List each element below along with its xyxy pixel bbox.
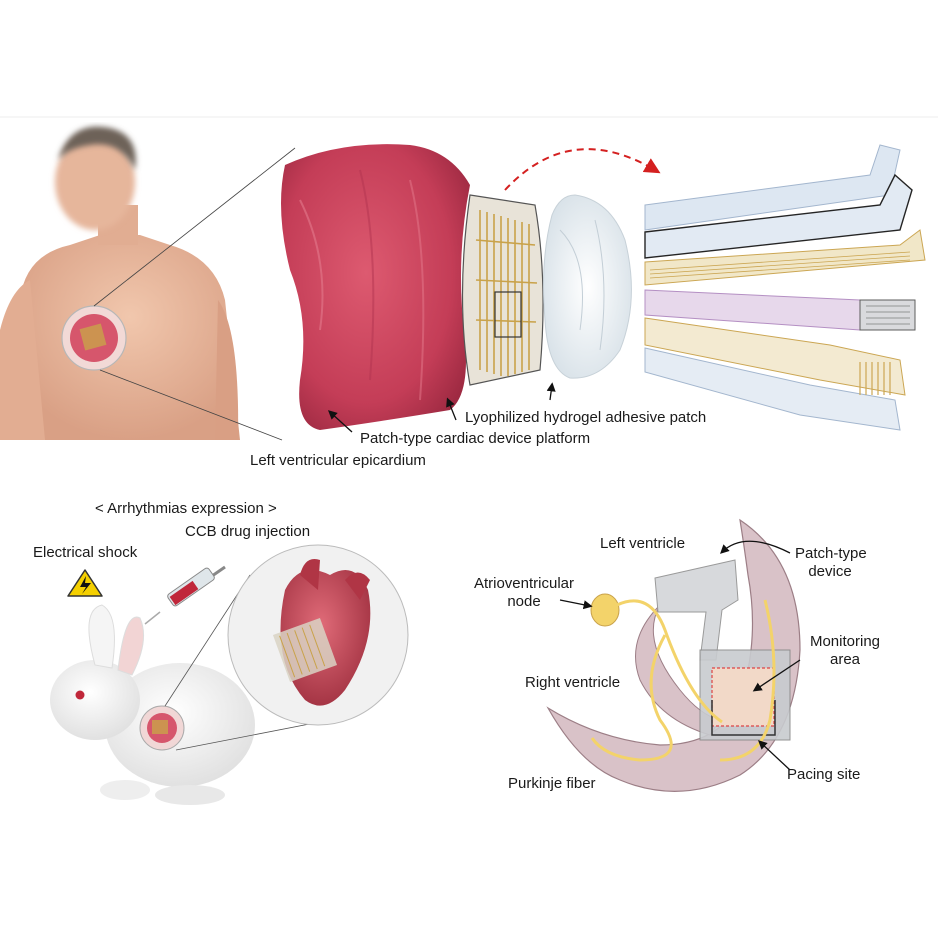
label-monitoring-area: Monitoring area [800, 633, 890, 669]
label-hydrogel-patch: Lyophilized hydrogel adhesive patch [465, 409, 707, 426]
left-ventricular-epicardium-tissue [281, 144, 470, 430]
label-pacing-site: Pacing site [787, 766, 861, 783]
label-av-node-line1: Atrioventricular [473, 575, 575, 592]
warning-shock-icon [67, 569, 103, 597]
label-right-ventricle: Right ventricle [525, 674, 621, 691]
label-av-node: Atrioventricular node [464, 575, 584, 611]
exploded-layers [644, 144, 926, 431]
patch-type-device [461, 194, 544, 386]
label-monitoring-line2: area [829, 651, 861, 668]
label-patch-type-device: Patch-type device [795, 545, 867, 581]
label-left-ventricle: Left ventricle [600, 535, 686, 552]
red-dashed-arrow [504, 148, 661, 191]
heart-zoom-circle [164, 544, 409, 751]
syringe-icon [144, 565, 226, 625]
ventricle-schematic [546, 518, 801, 792]
hydrogel-patch [543, 194, 632, 379]
human-torso-illustration [0, 126, 296, 441]
label-patch-type-line2: device [808, 563, 852, 580]
label-monitoring-line1: Monitoring [809, 633, 881, 650]
label-purkinje-fiber: Purkinje fiber [508, 775, 596, 792]
rabbit-illustration [50, 604, 255, 805]
label-patch-type-line1: Patch-type [795, 545, 867, 562]
label-electrical-shock: Electrical shock [33, 544, 138, 561]
label-ccb-drug-injection: CCB drug injection [185, 523, 311, 540]
label-av-node-line2: node [507, 593, 541, 610]
label-arrhythmias-expression: < Arrhythmias expression > [95, 500, 277, 517]
label-cardiac-device-platform: Patch-type cardiac device platform [360, 430, 591, 447]
label-left-ventricular-epicardium: Left ventricular epicardium [250, 452, 426, 469]
